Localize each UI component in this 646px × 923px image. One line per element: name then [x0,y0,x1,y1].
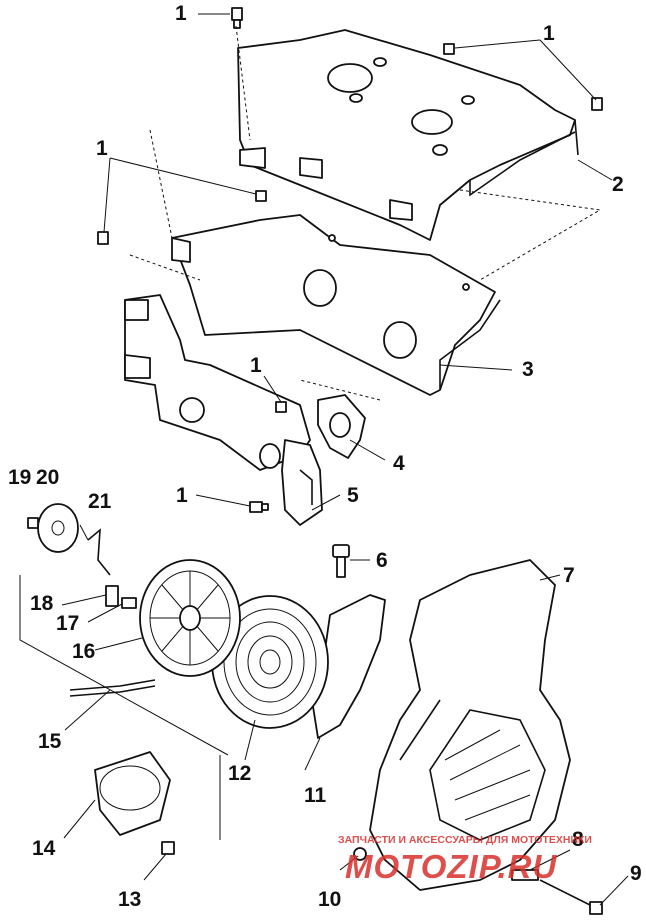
callout-15: 15 [38,730,62,753]
bolt-1-left-a [255,190,267,202]
bolt-1-lower [249,501,269,513]
callout-20: 20 [36,466,59,489]
callout-5: 5 [347,484,359,507]
callout-2: 2 [612,173,624,196]
recoil-starter-part-16 [139,559,241,677]
screw-part-6 [332,544,350,578]
upper-shroud-part-2 [237,29,579,241]
callout-11: 11 [304,784,327,807]
part-19-bolt [27,517,39,529]
bolt-1-top [231,7,243,29]
part-20-washer [37,503,79,553]
callout-1-left: 1 [96,137,108,160]
callout-18: 18 [30,592,54,615]
part-18 [105,585,119,607]
callout-19: 19 [8,466,31,489]
bolt-part-13 [161,841,175,855]
watermark-caption: ЗАПЧАСТИ И АКСЕССУАРЫ ДЛЯ МОТОТЕХНИКИ [338,834,592,846]
callout-17: 17 [56,612,79,635]
callout-10: 10 [318,888,341,911]
callout-1-right: 1 [543,22,555,45]
part-17 [121,597,137,609]
part-21-spring [87,528,111,576]
gasket-part-4 [317,394,366,459]
callout-1-center: 1 [250,354,262,377]
watermark: ЗАПЧАСТИ И АКСЕССУАРЫ ДЛЯ МОТОТЕХНИКИ MO… [338,834,592,885]
callout-7: 7 [563,564,575,587]
bracket-part-5 [281,439,323,526]
callout-1-top: 1 [175,2,187,25]
alignment-lines [19,25,602,840]
bolt-1-right-a [443,43,455,55]
callout-8: 8 [572,828,584,851]
part-8 [511,869,539,881]
bolt-1-right-b [591,97,603,111]
callout-9: 9 [630,862,642,885]
callout-13: 13 [118,888,141,911]
callout-14: 14 [32,837,56,860]
callout-3: 3 [522,358,534,381]
starter-cup-part-14 [94,751,171,836]
starter-pulley-part-12 [211,595,329,729]
watermark-logo: MOTOZIP.RU [345,848,557,885]
callout-12: 12 [228,762,251,785]
bolt-1-center [275,401,287,413]
fan-housing-part-7 [369,559,571,891]
leader-lines [61,13,629,906]
callout-16: 16 [72,640,95,663]
bolt-part-9 [539,879,603,915]
lower-shroud [124,294,311,471]
callout-21: 21 [88,490,112,513]
callouts: 1 1 1 2 1 3 4 19 20 1 5 21 6 7 18 17 16 … [8,2,642,911]
starter-handle-part-15 [69,679,156,697]
bolt-1-left-b [97,231,109,245]
middle-shroud-part-3 [171,214,501,396]
callout-6: 6 [376,549,388,572]
callout-1-lower: 1 [176,484,188,507]
callout-4: 4 [393,452,405,475]
